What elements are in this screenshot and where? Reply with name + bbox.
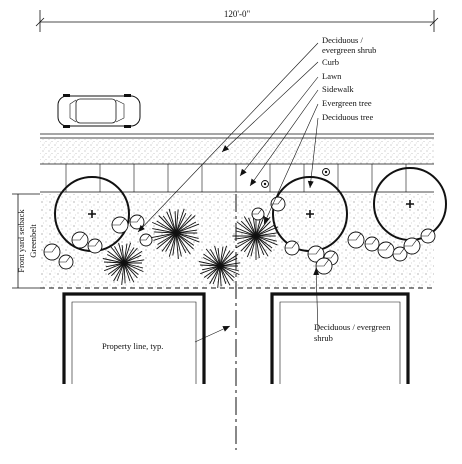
shrub-icon: [87, 238, 103, 254]
shrub-icon: [129, 214, 145, 230]
setback-bracket: Front yard setback Greenbelt: [12, 193, 40, 289]
shrub-icon: [284, 240, 300, 256]
greenbelt-label: Greenbelt: [28, 224, 38, 258]
shrub-top-label-1: Deciduous /: [322, 35, 363, 45]
shrub-icon: [420, 228, 436, 244]
shrub-icon: [139, 233, 153, 247]
evergreen-tree-icon: [198, 245, 241, 288]
shrub-icon: [347, 231, 365, 249]
evergreen-tree-label: Evergreen tree: [322, 98, 372, 108]
shrub-icon: [392, 246, 408, 262]
dimension-label: 120'-0": [224, 9, 251, 19]
property-line-label: Property line, typ.: [102, 341, 163, 351]
shrub-bottom-label-1: Deciduous / evergreen: [314, 322, 391, 332]
lawn-strip: [40, 139, 434, 164]
dimension-line: 120'-0": [35, 9, 439, 32]
shrub-icon: [43, 243, 61, 261]
shrub-top-label-2: evergreen shrub: [322, 45, 376, 55]
callout-labels: Deciduous / evergreen shrub Curb Lawn Si…: [102, 35, 391, 351]
shrub-group: [43, 196, 436, 275]
car-icon: [57, 94, 141, 128]
shrub-icon: [307, 245, 325, 263]
shrub-icon: [377, 241, 395, 259]
deciduous-tree-label: Deciduous tree: [322, 112, 373, 122]
curb: [40, 133, 434, 139]
sidewalk-label: Sidewalk: [322, 84, 354, 94]
hydrant-icon: [261, 168, 330, 188]
evergreen-tree-icon: [150, 208, 200, 259]
front-yard-setback-label: Front yard setback: [16, 209, 26, 273]
shrub-icon: [71, 231, 89, 249]
shrub-icon: [403, 237, 421, 255]
shrub-icon: [364, 236, 380, 252]
building-left: [62, 292, 206, 384]
evergreen-tree-icon: [102, 242, 145, 285]
building-right: [270, 292, 410, 384]
leader-lines: [137, 42, 320, 343]
lawn-label: Lawn: [322, 71, 342, 81]
evergreen-group: [102, 208, 279, 288]
curb-label: Curb: [322, 57, 339, 67]
shrub-bottom-label-2: shrub: [314, 333, 333, 343]
shrub-icon: [58, 254, 74, 270]
shrub-icon: [251, 207, 265, 221]
shrub-icon: [111, 216, 129, 234]
shrub-icon: [315, 257, 333, 275]
